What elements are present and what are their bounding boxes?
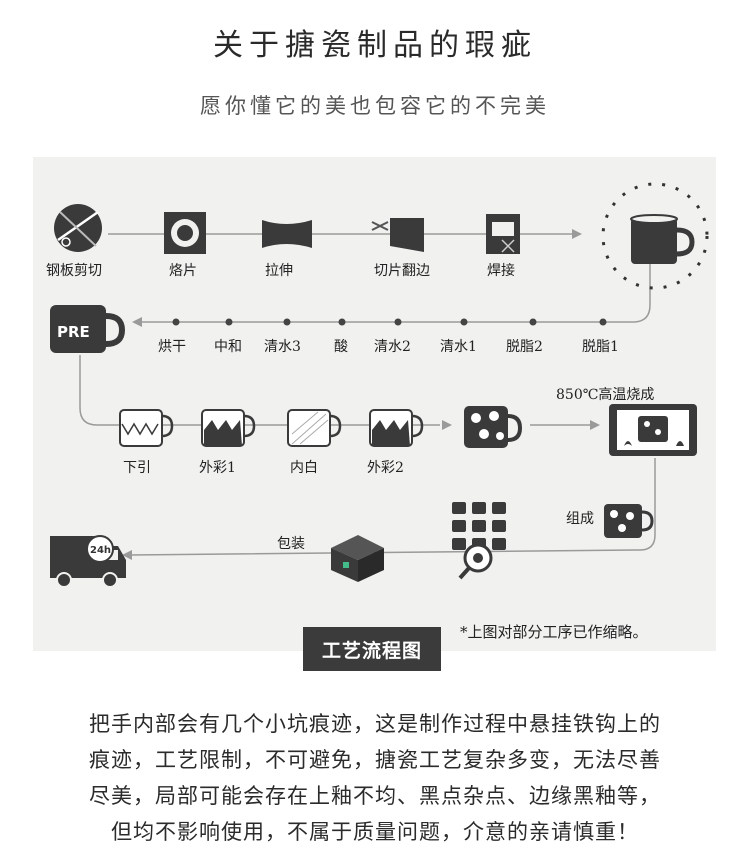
step-label: 拉伸 bbox=[265, 263, 293, 279]
steel-cutting-icon bbox=[54, 204, 102, 252]
page-title: 关于搪瓷制品的瑕疵 bbox=[213, 28, 537, 63]
decorated-mug-icon bbox=[464, 406, 523, 448]
step-label: 脱脂1 bbox=[582, 339, 619, 355]
description-line: 但均不影响使用，不属于质量问题，介意的亲请慎重！ bbox=[111, 820, 639, 844]
inner-white-mug-icon bbox=[287, 409, 342, 447]
description-line: 痕迹，工艺限制，不可避免，搪瓷工艺复杂多变，无法尽善 bbox=[89, 748, 661, 772]
welding-icon bbox=[486, 214, 520, 254]
page-subtitle: 愿你懂它的美也包容它的不完美 bbox=[200, 94, 550, 118]
package-box-icon bbox=[331, 535, 384, 582]
assemble-label: 组成 bbox=[566, 511, 594, 527]
package-label: 包装 bbox=[277, 536, 305, 552]
description-line: 把手内部会有几个小坑痕迹，这是制作过程中悬挂铁钩上的 bbox=[89, 712, 661, 736]
step-label: 钢板剪切 bbox=[46, 263, 102, 279]
step-label: 切片翻边 bbox=[374, 263, 430, 279]
step-label: 内白 bbox=[290, 460, 318, 476]
dipping-mug-icon bbox=[119, 409, 174, 447]
process-note: *上图对部分工序已作缩略。 bbox=[460, 623, 648, 641]
blank-pressing-icon bbox=[164, 212, 206, 254]
process-flow-diagram: PRE bbox=[50, 182, 709, 588]
step-label: 清水3 bbox=[264, 339, 301, 355]
pre-label: PRE bbox=[57, 323, 90, 341]
outer-color-2-mug-icon bbox=[369, 409, 424, 447]
slicing-flanging-icon bbox=[371, 218, 424, 252]
defect-description: 把手内部会有几个小坑痕迹，这是制作过程中悬挂铁钩上的 痕迹，工艺限制，不可避免，… bbox=[0, 706, 750, 850]
step-label: 下引 bbox=[123, 460, 151, 476]
process-badge: 工艺流程图 bbox=[303, 627, 441, 671]
pre-mug-icon: PRE bbox=[50, 305, 126, 353]
delivery-truck-icon: 24h bbox=[50, 535, 126, 588]
stretching-icon bbox=[262, 220, 312, 248]
step-label: 烘干 bbox=[158, 339, 186, 355]
kiln-icon bbox=[609, 404, 697, 456]
step-label: 清水1 bbox=[440, 339, 477, 355]
flow-dots bbox=[172, 318, 607, 326]
mug-clock-icon bbox=[601, 182, 709, 290]
step-label: 脱脂2 bbox=[506, 339, 543, 355]
flow-arrowheads bbox=[122, 229, 600, 560]
description-line: 尽美，局部可能会存在上釉不均、黑点杂点、边缘黑釉等， bbox=[89, 784, 661, 808]
step-label: 烙片 bbox=[169, 263, 197, 279]
mug-set-icon bbox=[452, 502, 506, 550]
assembled-mug-icon bbox=[604, 504, 654, 538]
step-label: 中和 bbox=[214, 339, 242, 355]
step-label: 焊接 bbox=[487, 263, 515, 279]
delivery-24h-label: 24h bbox=[90, 545, 111, 556]
step-label: 外彩1 bbox=[199, 460, 236, 476]
magnifier-icon bbox=[458, 543, 493, 580]
outer-color-1-mug-icon bbox=[201, 409, 256, 447]
step-label: 清水2 bbox=[374, 339, 411, 355]
step-label: 外彩2 bbox=[367, 460, 404, 476]
firing-label: 850℃高温烧成 bbox=[556, 387, 655, 403]
step-label: 酸 bbox=[334, 339, 348, 355]
